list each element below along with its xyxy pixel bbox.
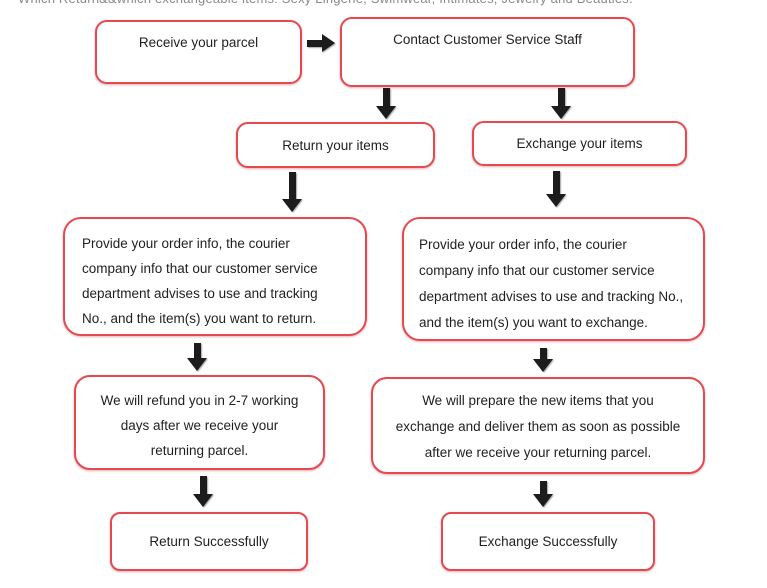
- arrow-head: [282, 199, 302, 212]
- node-label: Return your items: [282, 137, 389, 153]
- arrow-down-icon: [187, 343, 207, 371]
- node-line: department advises to use and tracking N…: [419, 289, 684, 304]
- arrow-head: [533, 494, 553, 507]
- node-exchange-successfully: Exchange Successfully: [441, 512, 655, 571]
- arrow-head: [551, 106, 571, 119]
- node-line: days after we receive your: [120, 418, 279, 433]
- node-line: Provide your order info, the courier: [419, 237, 627, 252]
- arrow-shaft: [382, 88, 390, 106]
- arrow-down-icon: [282, 172, 302, 212]
- node-return-your-items: Return your items: [236, 122, 435, 168]
- node-line: and the item(s) you want to exchange.: [419, 315, 648, 330]
- arrow-shaft: [552, 171, 560, 194]
- node-label: Exchange your items: [516, 136, 643, 151]
- node-prepare-new-items: We will prepare the new items that you e…: [371, 377, 705, 474]
- top-caption-clip: Which Return&&which exchangeable items: …: [0, 0, 767, 6]
- arrow-down-icon: [551, 88, 571, 119]
- node-provide-order-info-exchange: Provide your order info, the courier com…: [402, 217, 705, 341]
- node-receive-parcel: Receive your parcel: [95, 20, 302, 84]
- node-line: Provide your order info, the courier: [82, 236, 290, 251]
- arrow-down-icon: [533, 348, 553, 372]
- arrow-shaft: [557, 88, 565, 106]
- arrow-shaft: [288, 172, 296, 199]
- arrow-head: [187, 358, 207, 371]
- node-return-successfully: Return Successfully: [110, 512, 308, 571]
- node-label: Receive your parcel: [138, 35, 259, 50]
- node-label: Return Successfully: [149, 534, 269, 549]
- node-contact-customer-service: Contact Customer Service Staff: [340, 17, 635, 87]
- arrow-shaft: [307, 39, 322, 47]
- arrow-down-icon: [193, 476, 213, 507]
- node-refund-working-days: We will refund you in 2-7 working days a…: [74, 375, 325, 470]
- node-line: exchange and deliver them as soon as pos…: [395, 419, 681, 434]
- node-provide-order-info-return: Provide your order info, the courier com…: [63, 217, 367, 336]
- arrow-head: [533, 359, 553, 372]
- node-label: Exchange Successfully: [478, 534, 618, 549]
- node-line: We will refund you in 2-7 working: [100, 393, 299, 408]
- arrow-head: [193, 494, 213, 507]
- arrow-shaft: [539, 348, 547, 359]
- node-label: Contact Customer Service Staff: [393, 32, 582, 47]
- arrow-shaft: [539, 481, 547, 494]
- node-line: returning parcel.: [150, 443, 249, 458]
- arrow-right-icon: [307, 34, 335, 52]
- node-exchange-your-items: Exchange your items: [472, 121, 687, 166]
- arrow-head: [322, 34, 335, 52]
- arrow-down-icon: [546, 171, 566, 207]
- top-caption: Which Return&&which exchangeable items: …: [18, 0, 767, 6]
- arrow-shaft: [193, 343, 201, 358]
- arrow-down-icon: [376, 88, 396, 119]
- arrow-down-icon: [533, 481, 553, 507]
- node-line: No., and the item(s) you want to return.: [82, 311, 317, 326]
- node-line: department advises to use and tracking: [82, 286, 318, 301]
- node-line: company info that our customer service: [419, 263, 655, 278]
- node-line: We will prepare the new items that you: [422, 393, 654, 408]
- arrow-head: [546, 194, 566, 207]
- arrow-head: [376, 106, 396, 119]
- arrow-shaft: [199, 476, 207, 494]
- node-line: after we receive your returning parcel.: [424, 445, 652, 460]
- node-line: company info that our customer service: [82, 261, 318, 276]
